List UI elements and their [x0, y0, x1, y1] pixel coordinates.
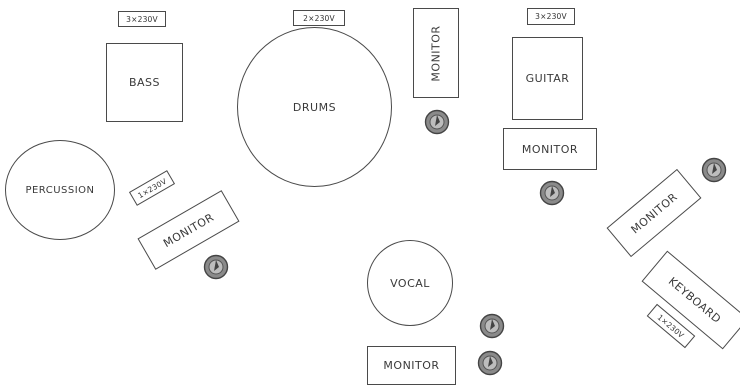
- monitor-mic-icon: [424, 109, 450, 135]
- monitor-percussion-label: MONITOR: [160, 210, 217, 250]
- monitor-mic-icon: [479, 313, 505, 339]
- power-drums: 2×230V: [293, 10, 345, 26]
- power-guitar-label: 3×230V: [535, 12, 567, 21]
- vocal-label: VOCAL: [390, 276, 430, 290]
- bass-label: BASS: [128, 76, 161, 89]
- percussion-set: PERCUSSION: [5, 140, 115, 240]
- drum-kit: DRUMS: [237, 27, 392, 187]
- monitor-mic-icon: [203, 254, 229, 280]
- monitor-mic-icon: [477, 350, 503, 376]
- power-guitar: 3×230V: [527, 8, 575, 25]
- vocal-position: VOCAL: [367, 240, 453, 326]
- power-percussion-label: 1×230V: [136, 176, 168, 200]
- bass-amp: BASS: [106, 43, 183, 122]
- drums-label: DRUMS: [292, 100, 337, 114]
- monitor-drums: MONITOR: [413, 8, 459, 98]
- monitor-keyboard: MONITOR: [606, 168, 702, 258]
- monitor-mic-icon: [539, 180, 565, 206]
- guitar-amp: GUITAR: [512, 37, 583, 120]
- monitor-guitar-label: MONITOR: [521, 142, 579, 156]
- percussion-label: PERCUSSION: [25, 184, 95, 196]
- power-drums-label: 2×230V: [303, 13, 335, 23]
- monitor-keyboard-label: MONITOR: [628, 189, 680, 237]
- monitor-drums-label: MONITOR: [429, 24, 443, 82]
- monitor-guitar: MONITOR: [503, 128, 597, 170]
- monitor-vocal: MONITOR: [367, 346, 456, 385]
- guitar-label: GUITAR: [525, 72, 570, 85]
- power-bass: 3×230V: [118, 11, 166, 27]
- monitor-vocal-label: MONITOR: [383, 359, 440, 372]
- power-bass-label: 3×230V: [126, 14, 158, 24]
- power-keyboard-label: 1×230V: [655, 312, 687, 340]
- power-percussion: 1×230V: [128, 170, 176, 206]
- monitor-mic-icon: [701, 157, 727, 183]
